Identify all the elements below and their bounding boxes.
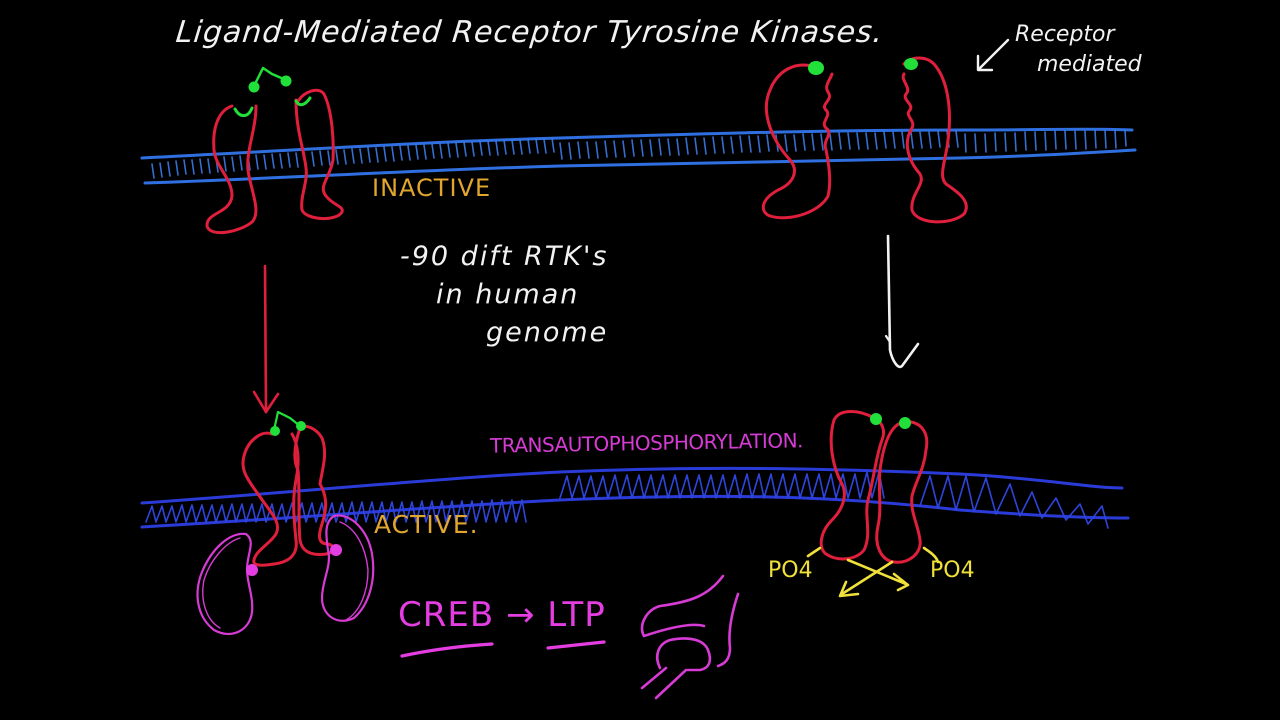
receptor-pair-inactive-right [761, 56, 968, 224]
active-state-label: ACTIVE. [374, 510, 479, 539]
note-line-2: in human [436, 278, 580, 310]
page-title: Ligand-Mediated Receptor Tyrosine Kinase… [174, 15, 886, 50]
note-line-3: genome [486, 316, 609, 348]
membrane-top [140, 127, 1137, 185]
arrow-right-inactive-to-active [884, 234, 920, 369]
ligand-dimer-free [248, 66, 292, 93]
receptor-dimer-active-right [806, 410, 940, 598]
rtk-count-note: -90 dift RTK's in human genome [400, 238, 608, 351]
adaptor-protein-left [196, 532, 258, 636]
creb-ltp-label: CREB → LTP [398, 595, 606, 635]
annotation-line-2: mediated [1037, 51, 1142, 77]
ligand-bound-left [808, 61, 824, 75]
creb-ltp-underlines [400, 640, 606, 658]
annotation-line-1: Receptor [1015, 22, 1115, 47]
membrane-bottom [140, 466, 1130, 529]
phosphate-label-right: PO4 [930, 558, 975, 583]
note-line-1: -90 dift RTK's [400, 241, 609, 272]
transautophosphorylation-label: TRANSAUTOPHOSPHORYLATION. [489, 428, 804, 458]
receptor-mediated-annotation: Receptor mediated [1015, 20, 1142, 79]
ligand-bound-right [904, 58, 918, 70]
arrow-down-left-icon [976, 38, 1010, 72]
inactive-state-label: INACTIVE [372, 174, 492, 202]
phosphorylation-cross-arrows [806, 546, 940, 598]
phosphate-label-left: PO4 [768, 558, 813, 583]
receptor-pair-inactive-left [205, 66, 344, 235]
arrow-left-inactive-to-active [252, 264, 280, 414]
adaptor-protein-right [320, 514, 375, 622]
receptor-dimer-active-left [196, 410, 375, 636]
synapse-sketch [640, 574, 740, 700]
